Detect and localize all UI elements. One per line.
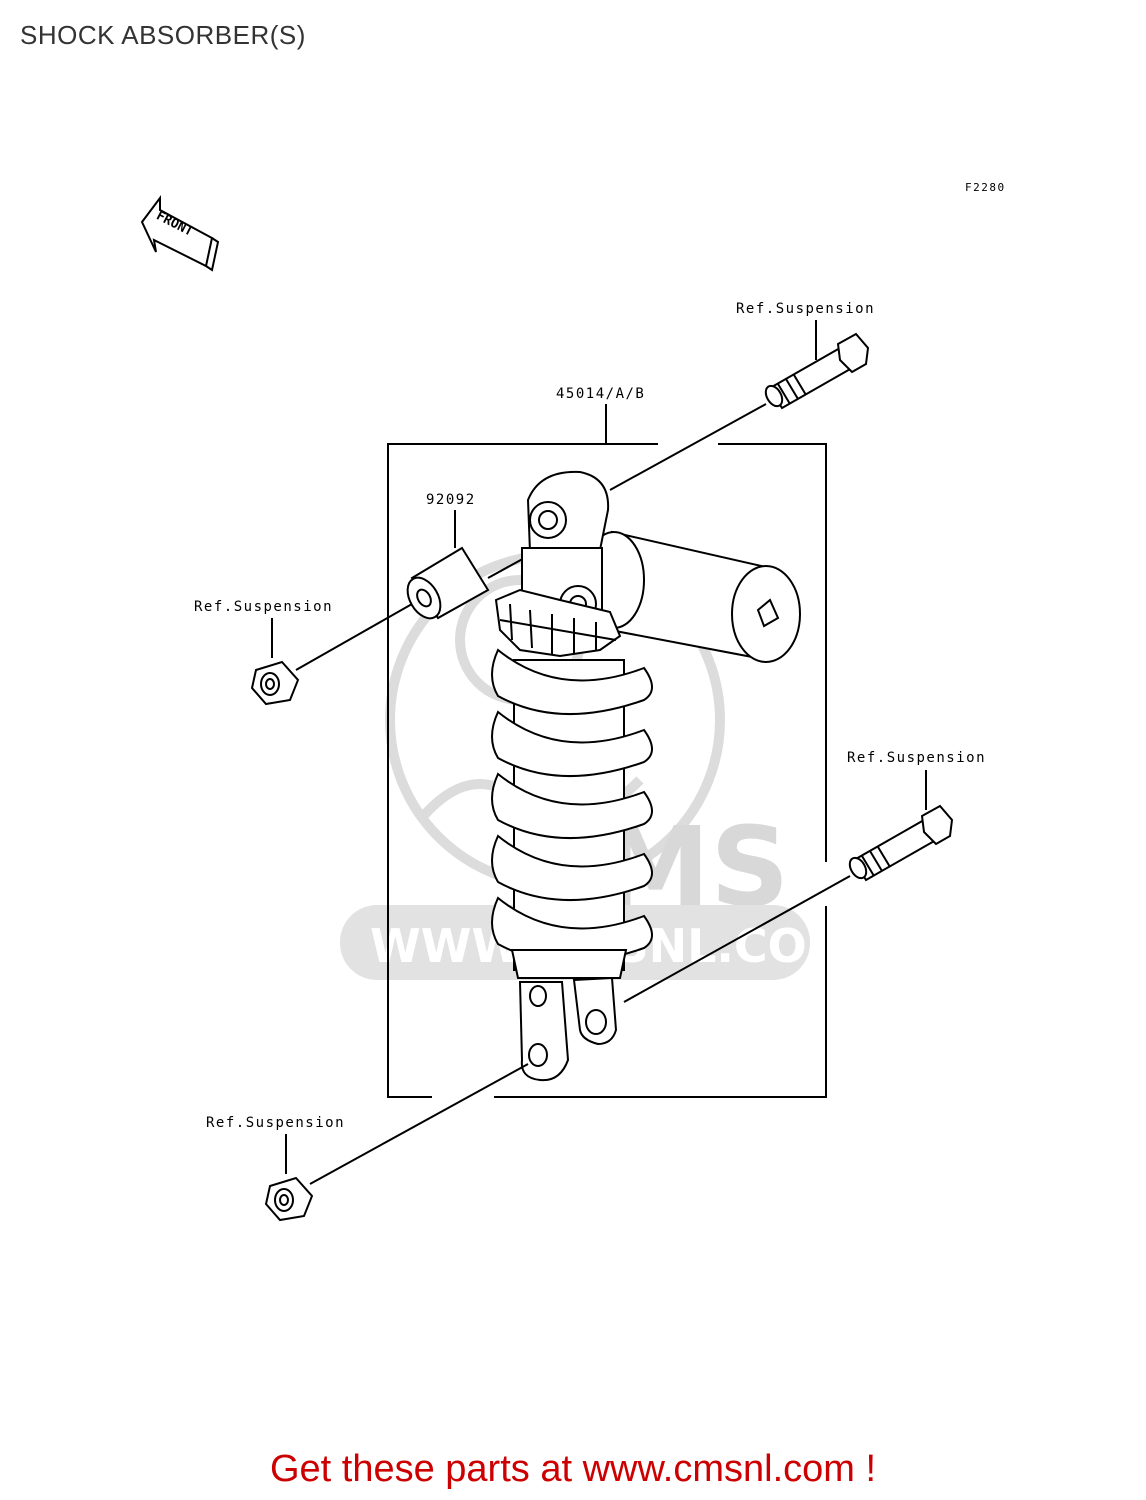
label-ref-top-bolt: Ref.Suspension: [736, 301, 875, 317]
label-ref-left-nut: Ref.Suspension: [194, 599, 333, 615]
label-collar-part-number: 92092: [426, 492, 476, 508]
right-bolt: [848, 804, 954, 882]
left-nut: [250, 660, 300, 706]
bottom-nut: [264, 1176, 314, 1222]
promo-link[interactable]: Get these parts at www.cmsnl.com !: [269, 1448, 877, 1490]
top-bolt: [764, 332, 870, 410]
front-arrow-icon: FRONT: [140, 195, 220, 272]
assembly-bracket: [387, 404, 827, 1098]
collar-92092: [406, 546, 490, 620]
label-ref-right-bolt: Ref.Suspension: [847, 750, 986, 766]
shock-absorber: [491, 470, 801, 1082]
label-ref-bottom-nut: Ref.Suspension: [206, 1115, 345, 1131]
spring: [491, 648, 653, 964]
figure-code: F2280: [965, 181, 1006, 194]
page-title: SHOCK ABSORBER(S): [20, 20, 306, 50]
label-shock-part-number: 45014/A/B: [556, 386, 645, 402]
